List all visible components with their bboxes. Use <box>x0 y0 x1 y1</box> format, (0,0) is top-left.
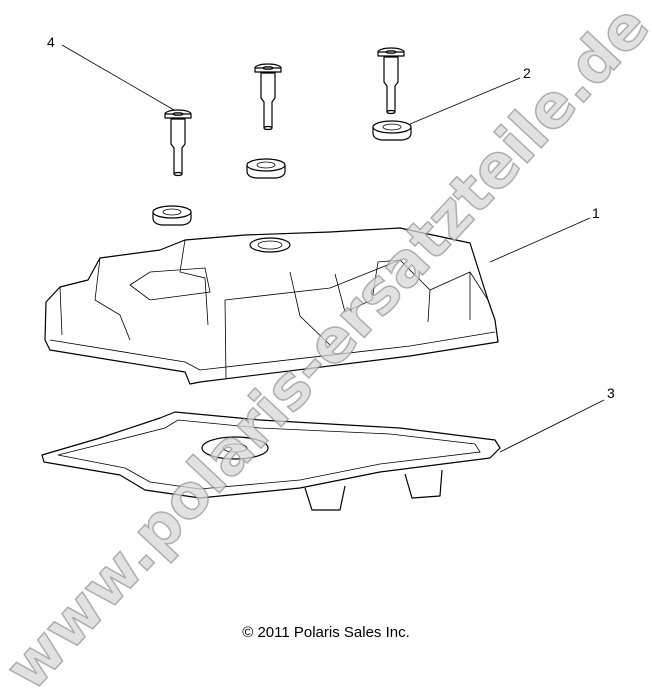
bolt-middle <box>254 63 282 131</box>
bolt-left <box>164 109 192 177</box>
bolt-right <box>377 47 405 115</box>
grommet-left <box>152 205 192 226</box>
callout-2: 2 <box>523 65 531 81</box>
leader-line-1 <box>489 217 591 263</box>
grommet-right <box>372 120 412 141</box>
leader-line-4 <box>61 44 175 111</box>
callout-1: 1 <box>592 205 600 221</box>
copyright-text: © 2011 Polaris Sales Inc. <box>242 624 410 641</box>
gasket <box>41 411 501 511</box>
leader-line-3 <box>499 399 605 453</box>
valve-cover <box>44 227 499 385</box>
grommet-middle <box>246 158 286 179</box>
callout-3: 3 <box>607 385 615 401</box>
leader-line-2 <box>409 77 521 125</box>
callout-4: 4 <box>47 34 55 50</box>
